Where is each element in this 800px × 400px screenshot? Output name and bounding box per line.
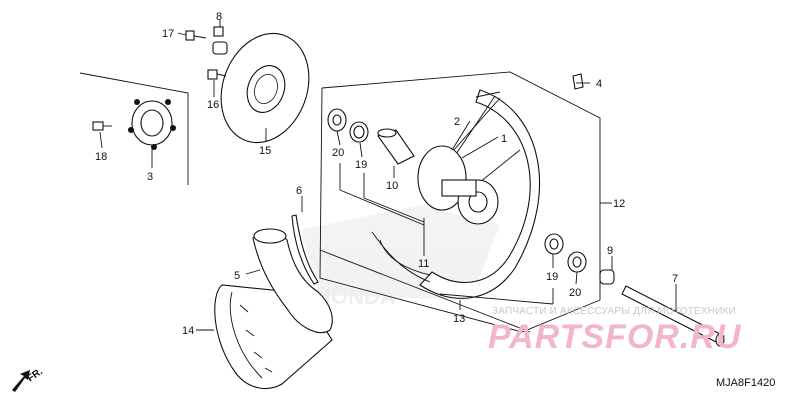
label-20-left: 20 bbox=[332, 147, 344, 159]
label-1: 1 bbox=[501, 133, 507, 145]
bolt-17 bbox=[185, 30, 207, 41]
label-12: 12 bbox=[613, 198, 625, 210]
hub-flange bbox=[128, 99, 176, 150]
fr-label: FR. bbox=[25, 366, 45, 384]
front-direction-arrow: FR. bbox=[12, 366, 45, 392]
label-7: 7 bbox=[672, 273, 678, 285]
label-6: 6 bbox=[296, 185, 302, 197]
bearing-20-left bbox=[327, 108, 347, 132]
label-13: 13 bbox=[453, 313, 465, 325]
watermark-brand: PARTSFOR.RU bbox=[488, 318, 742, 356]
bracket-line-hub bbox=[79, 72, 189, 185]
label-8: 8 bbox=[216, 11, 222, 23]
rim-band bbox=[291, 214, 319, 285]
label-20-right: 20 bbox=[569, 287, 581, 299]
brake-disc bbox=[220, 32, 310, 144]
label-3: 3 bbox=[147, 171, 153, 183]
label-2: 2 bbox=[454, 116, 460, 128]
honda-logo-watermark: HONDA bbox=[300, 205, 500, 309]
label-4: 4 bbox=[596, 78, 602, 90]
label-14: 14 bbox=[182, 325, 194, 337]
label-17: 17 bbox=[162, 28, 174, 40]
leader-lines bbox=[99, 20, 677, 333]
axle bbox=[621, 285, 725, 347]
distance-collar-10 bbox=[377, 128, 415, 165]
label-15: 15 bbox=[259, 145, 271, 157]
inner-tube bbox=[252, 228, 333, 334]
figure-code: MJA8F1420 bbox=[716, 377, 776, 389]
wheel-hub bbox=[417, 145, 499, 225]
bolt-18 bbox=[92, 121, 112, 131]
label-9: 9 bbox=[607, 245, 613, 257]
label-19-left: 19 bbox=[355, 159, 367, 171]
label-18: 18 bbox=[95, 151, 107, 163]
bearing-19-right bbox=[544, 233, 564, 255]
label-19-right: 19 bbox=[546, 271, 558, 283]
bolt-8 bbox=[213, 26, 224, 37]
oil-seal-20-right bbox=[567, 251, 587, 273]
wheel-rim bbox=[371, 89, 541, 299]
valve-cap-4 bbox=[572, 73, 584, 90]
oil-seal-19-left bbox=[349, 121, 369, 143]
bolt-16 bbox=[207, 69, 227, 80]
label-5: 5 bbox=[234, 270, 240, 282]
label-10: 10 bbox=[386, 180, 398, 192]
label-11: 11 bbox=[418, 258, 429, 270]
side-collar-9 bbox=[599, 269, 615, 285]
watermark-caption: ЗАПЧАСТИ И АКСЕССУАРЫ ДЛЯ МОТОТЕХНИКИ bbox=[492, 306, 737, 317]
collar-8 bbox=[212, 41, 228, 55]
label-16: 16 bbox=[207, 99, 219, 111]
assembly-outline bbox=[319, 71, 601, 333]
